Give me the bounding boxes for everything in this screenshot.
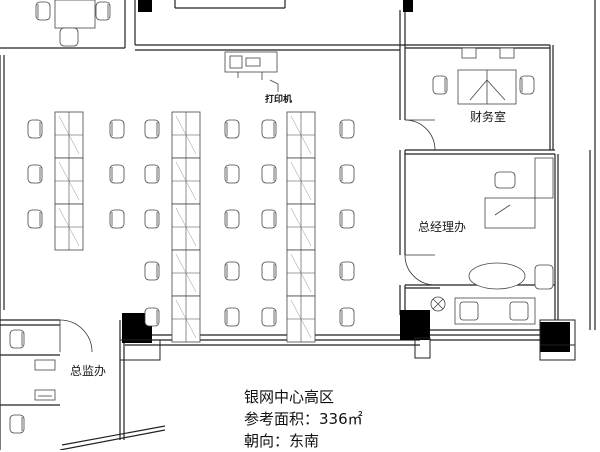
supervisor-room-label: 总监办 xyxy=(70,364,107,378)
printer-area xyxy=(224,51,279,92)
columns xyxy=(122,0,570,352)
workstations xyxy=(27,111,355,343)
property-orientation: 朝向：东南 xyxy=(244,432,320,450)
gm-office-furniture xyxy=(430,157,554,325)
property-name: 银网中心高区 xyxy=(244,388,335,406)
gm-office-label: 总经理办 xyxy=(418,220,467,234)
top-left-room-furniture xyxy=(35,0,111,47)
printer-label: 打印机 xyxy=(265,95,293,105)
door-swings xyxy=(59,119,436,353)
supervisor-furniture xyxy=(9,329,56,434)
cluster-3 xyxy=(261,111,355,343)
finance-room-label: 财务室 xyxy=(470,110,507,124)
property-info: 银网中心高区 参考面积：336㎡ 朝向：东南 xyxy=(244,386,363,452)
property-area: 参考面积：336㎡ xyxy=(244,410,363,428)
cluster-1 xyxy=(27,111,125,251)
cluster-2 xyxy=(144,111,240,343)
column-frames xyxy=(119,319,576,361)
finance-furniture xyxy=(432,47,535,105)
